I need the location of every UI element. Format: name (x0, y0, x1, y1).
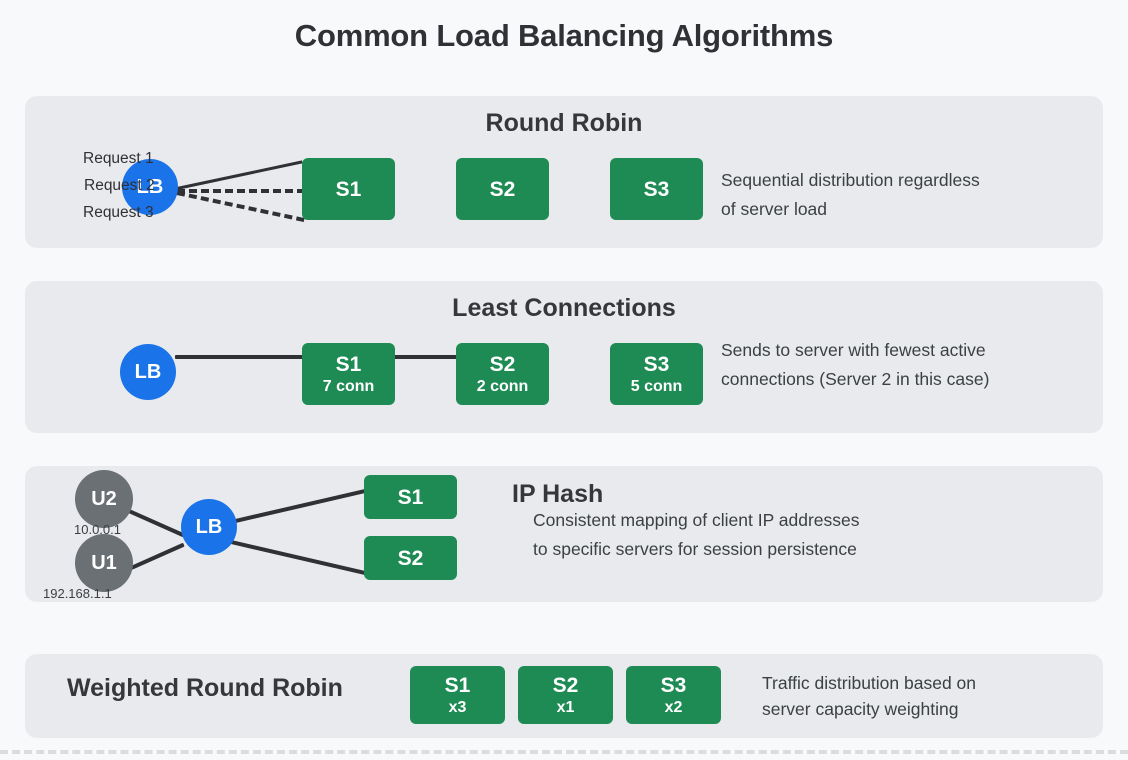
panel-round-robin: Round Robin LB Request 1 Request 2 Reque… (25, 96, 1103, 248)
server-name: S1 (335, 177, 362, 201)
node-client-u2[interactable]: U2 (75, 470, 133, 528)
server-box-s1[interactable]: S1 (302, 158, 395, 220)
panel-weighted-round-robin: Weighted Round Robin S1 x3 S2 x1 S3 x2 T… (25, 654, 1103, 738)
node-label: U2 (91, 487, 117, 510)
edge-lb-to-s1 (230, 488, 368, 524)
description-ip-hash: Consistent mapping of client IP addresse… (533, 510, 860, 559)
server-box-s1[interactable]: S1 (364, 475, 457, 519)
server-name: S1 (397, 485, 424, 509)
description-least-connections: Sends to server with fewest active conne… (721, 340, 990, 389)
server-box-s2[interactable]: S2 (364, 536, 457, 580)
server-name: S1 (444, 674, 471, 697)
node-lb-least-connections[interactable]: LB (120, 344, 176, 400)
node-label: LB (195, 515, 223, 538)
section-title-weighted-round-robin: Weighted Round Robin (67, 674, 343, 702)
server-name: S2 (489, 353, 516, 376)
description-weighted-round-robin: Traffic distribution based on server cap… (762, 673, 977, 719)
edge-request-3 (176, 191, 305, 222)
server-name: S2 (397, 546, 424, 570)
section-title-least-connections: Least Connections (452, 294, 676, 322)
bottom-divider (0, 750, 1128, 754)
node-label: U1 (91, 551, 117, 574)
server-name: S2 (552, 674, 579, 697)
section-title-round-robin: Round Robin (485, 109, 643, 137)
server-weight: x1 (556, 699, 575, 716)
server-connections: 7 conn (322, 378, 375, 395)
client-ip-u2: 10.0.0.1 (74, 522, 121, 537)
client-ip-u1: 192.168.1.1 (43, 586, 112, 601)
edge-request-1 (176, 160, 303, 190)
description-round-robin: Sequential distribution regardless of se… (721, 170, 980, 219)
server-connections: 2 conn (476, 378, 529, 395)
section-title-ip-hash: IP Hash (512, 480, 604, 508)
node-client-u1[interactable]: U1 (75, 534, 133, 592)
edge-request-2 (177, 189, 305, 193)
request-label-2: Request 2 (84, 177, 155, 194)
node-lb-round-robin[interactable]: LB (122, 159, 178, 215)
server-name: S2 (489, 177, 516, 201)
server-weight: x2 (664, 699, 683, 716)
page-title: Common Load Balancing Algorithms (294, 18, 834, 53)
panel-ip-hash: IP Hash U2 10.0.0.1 U1 192.168.1.1 LB S1… (25, 466, 1103, 602)
server-box-s3[interactable]: S3 x2 (626, 666, 721, 724)
server-box-s3[interactable]: S3 (610, 158, 703, 220)
node-label: LB (134, 360, 162, 383)
server-box-s1[interactable]: S1 x3 (410, 666, 505, 724)
server-box-s1[interactable]: S1 7 conn (302, 343, 395, 405)
node-label: LB (136, 175, 164, 198)
server-name: S1 (335, 353, 362, 376)
server-name: S3 (660, 674, 687, 697)
server-connections: 5 conn (630, 378, 683, 395)
request-label-1: Request 1 (83, 150, 154, 167)
server-box-s3[interactable]: S3 5 conn (610, 343, 703, 405)
request-label-3: Request 3 (83, 204, 154, 221)
server-box-s2[interactable]: S2 2 conn (456, 343, 549, 405)
edge-lb-to-s2 (230, 540, 368, 576)
edge-u2-to-lb (128, 509, 185, 538)
server-box-s2[interactable]: S2 (456, 158, 549, 220)
server-box-s2[interactable]: S2 x1 (518, 666, 613, 724)
server-name: S3 (643, 353, 670, 376)
edge-u1-to-lb (128, 542, 185, 571)
server-name: S3 (643, 177, 670, 201)
server-weight: x3 (448, 699, 467, 716)
node-lb-ip-hash[interactable]: LB (181, 499, 237, 555)
panel-least-connections: Least Connections LB S1 7 conn S2 2 conn… (25, 281, 1103, 433)
